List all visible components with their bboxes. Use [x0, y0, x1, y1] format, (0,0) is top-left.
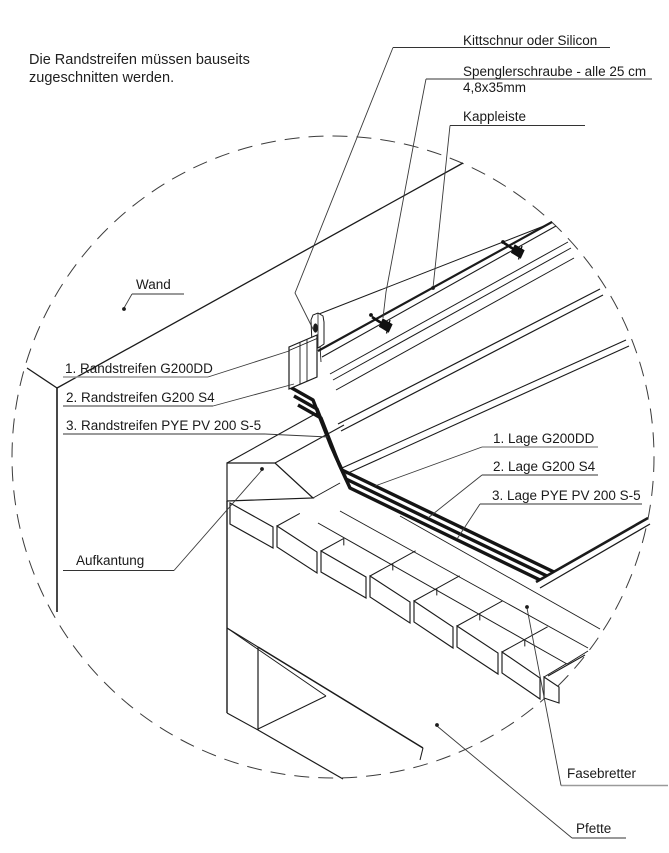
label-lage-3: 3. Lage PYE PV 200 S-5 [492, 488, 641, 503]
membrane-strips [289, 385, 555, 582]
leader-lines [123, 47, 573, 839]
clamp-plate [288, 312, 325, 390]
cap-strip [317, 221, 575, 391]
sealant-bead-icon [313, 323, 318, 333]
deck-boards [229, 502, 651, 704]
label-kappleiste: Kappleiste [463, 109, 527, 124]
wall-lines [26, 162, 464, 612]
label-pfette: Pfette [576, 821, 612, 836]
cant-wedge [226, 412, 345, 502]
screw-icon [369, 313, 393, 334]
label-lage-1: 1. Lage G200DD [493, 431, 595, 446]
membrane-edge-lines [337, 288, 630, 475]
note-text: Die Randstreifen müssen bauseits zugesch… [29, 51, 250, 87]
label-randstreifen-3: 3. Randstreifen PYE PV 200 S-5 [66, 418, 262, 433]
label-lage-2: 2. Lage G200 S4 [493, 459, 596, 474]
label-spengler-2: 4,8x35mm [463, 80, 527, 95]
label-kittschnur: Kittschnur oder Silicon [463, 33, 598, 48]
label-randstreifen-1: 1. Randstreifen G200DD [65, 361, 213, 376]
label-spengler-1: Spenglerschraube - alle 25 cm [463, 64, 647, 79]
label-underlines [63, 47, 668, 839]
leader-dots [122, 286, 529, 727]
note-line-2: zugeschnitten werden. [29, 70, 175, 86]
label-fasebretter: Fasebretter [567, 766, 637, 781]
label-aufkantung: Aufkantung [76, 553, 145, 568]
note-line-1: Die Randstreifen müssen bauseits [29, 52, 250, 68]
screw-icon [501, 240, 525, 260]
detail-circle-icon [11, 135, 655, 779]
purlin [226, 501, 424, 780]
label-randstreifen-2: 2. Randstreifen G200 S4 [66, 390, 215, 405]
label-wand: Wand [136, 277, 171, 292]
